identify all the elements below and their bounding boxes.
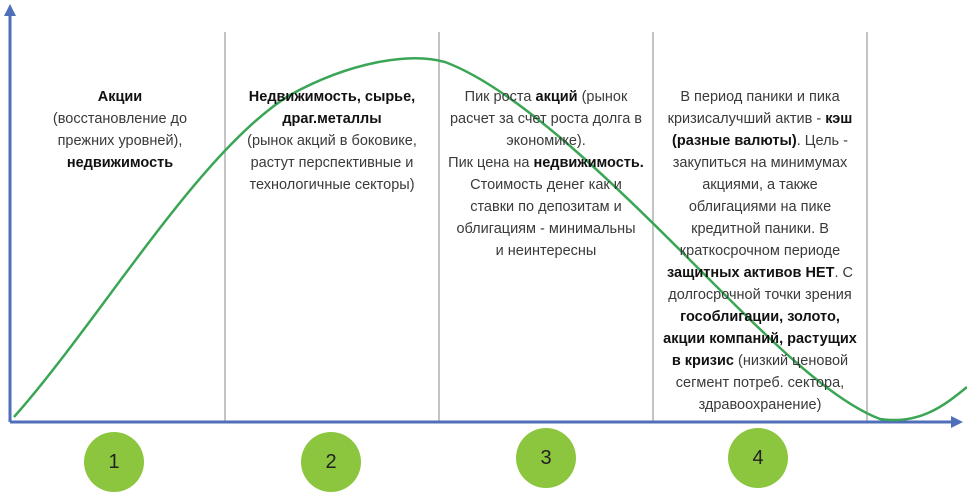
text-segment: (восстановление до прежних уровней), xyxy=(52,111,188,149)
text-segment: кэш (разные валюты) xyxy=(672,111,853,149)
text-segment: Недвижимость, сырье, драг.металлы xyxy=(248,89,416,127)
text-segment: . С долгосрочной точки зрения xyxy=(668,265,853,303)
phase-3-number: 3 xyxy=(540,446,552,469)
phase-2-description: Недвижимость, сырье, драг.металлы (рынок… xyxy=(226,86,438,196)
x-axis-arrow xyxy=(951,416,963,428)
phase-2-number: 2 xyxy=(325,450,337,473)
phase-1-marker: 1 xyxy=(84,432,144,492)
market-cycle-curve xyxy=(13,57,967,422)
text-segment: защитных активов НЕТ xyxy=(667,265,835,281)
phase-2-marker: 2 xyxy=(301,432,361,492)
text-segment: (низкий ценовой сегмент потреб. сектора,… xyxy=(675,353,849,413)
text-segment: (рынок акций в боковике, растут перспект… xyxy=(247,133,417,193)
text-segment: гособлигации, золото, акции компаний, ра… xyxy=(663,309,857,369)
text-segment: недвижимость. xyxy=(533,155,644,171)
phase-3-marker: 3 xyxy=(516,428,576,488)
text-segment: В период паники и пика кризисалучший акт… xyxy=(667,89,840,127)
phase-1-description: Акции (восстановление до прежних уровней… xyxy=(30,86,210,174)
text-segment: (рынок расчет за счет роста долга в экон… xyxy=(448,89,643,171)
phase-3-description: Пик роста акций (рынок расчет за счет ро… xyxy=(440,86,652,262)
phase-1-number: 1 xyxy=(108,450,120,473)
phase-4-marker: 4 xyxy=(728,428,788,488)
text-segment: . Цель - закупиться на минимумах акциями… xyxy=(672,133,848,259)
text-segment: Пик роста xyxy=(464,89,536,105)
text-segment: акций xyxy=(535,89,578,105)
phase-4-number: 4 xyxy=(752,446,764,469)
phase-4-description: В период паники и пика кризисалучший акт… xyxy=(654,86,866,416)
text-segment: Стоимость денег как и ставки по депозита… xyxy=(456,177,636,259)
text-segment: Акции xyxy=(97,89,143,105)
y-axis-arrow xyxy=(4,4,16,16)
text-segment: недвижимость xyxy=(66,155,174,171)
